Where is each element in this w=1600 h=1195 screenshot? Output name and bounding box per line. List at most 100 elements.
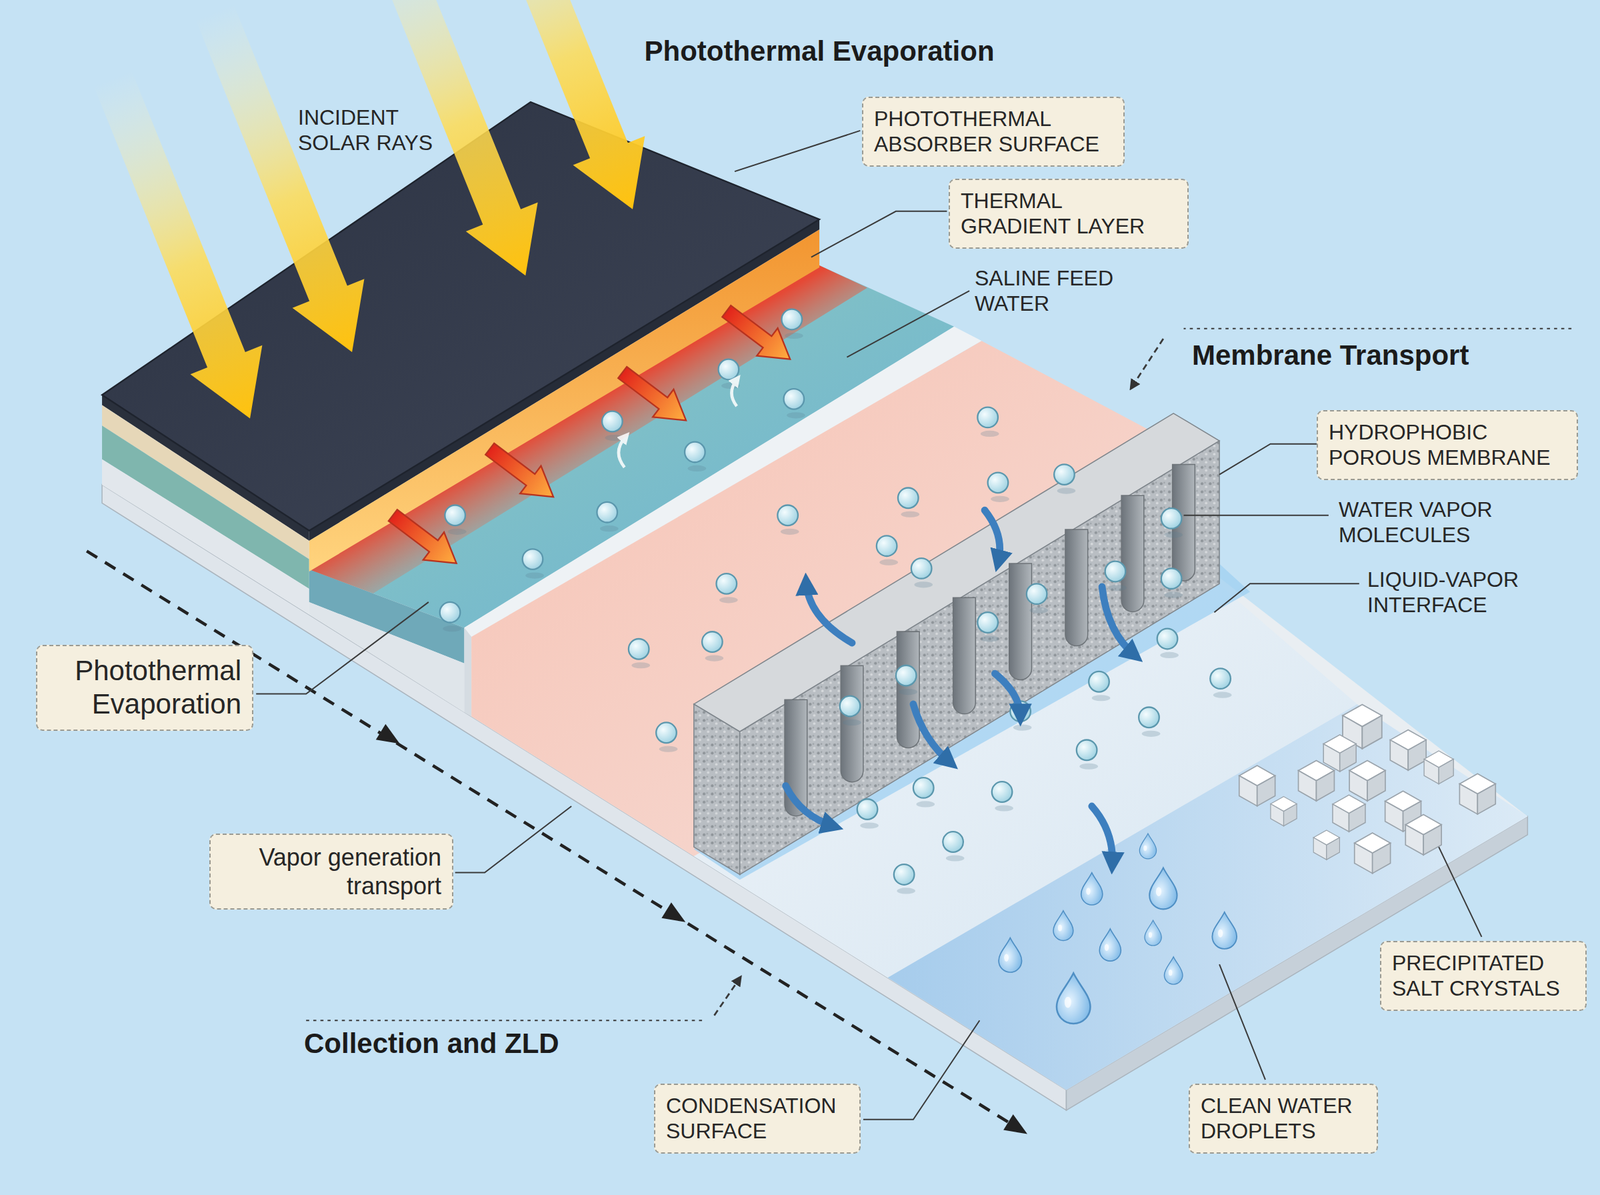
process-arrowhead (376, 724, 405, 752)
solar-ray (459, 0, 669, 224)
callout-box: Vapor generation transport (209, 833, 454, 910)
callout-box: HYDROPHOBIC POROUS MEMBRANE (1316, 410, 1578, 480)
callout-text: THERMAL GRADIENT LAYER (960, 188, 1177, 240)
salt-crystal (1298, 760, 1335, 801)
vapor-molecule (1161, 508, 1183, 538)
vapor-molecule (913, 777, 935, 807)
salt-crystal (1332, 794, 1366, 832)
vapor-molecule (992, 781, 1014, 811)
vapor-molecule (1105, 561, 1127, 591)
vapor-molecules (440, 309, 1232, 894)
callout-text: HYDROPHOBIC POROUS MEMBRANE (1328, 419, 1566, 471)
vapor-molecule (684, 442, 706, 472)
droplet (1099, 928, 1121, 961)
process-direction (86, 550, 1021, 1130)
leader-line (306, 1019, 704, 1021)
callout-text: PHOTOTHERMAL ABSORBER SURFACE (874, 106, 1113, 158)
leader-line (455, 806, 572, 872)
membrane-face (740, 440, 1220, 874)
droplet (1081, 872, 1103, 905)
vapor-molecule (628, 638, 650, 668)
vapor-molecule (942, 831, 964, 861)
leader-line (1214, 583, 1359, 612)
part-label: LIQUID-VAPOR INTERFACE (1367, 566, 1568, 618)
salt-crystal (1349, 760, 1386, 801)
vapor-molecule (898, 487, 920, 517)
callout-box: CLEAN WATER DROPLETS (1188, 1083, 1378, 1154)
vapor-molecule (716, 573, 738, 603)
salt-crystal (1313, 830, 1340, 860)
water-side-face (309, 602, 465, 712)
salt-crystal (1270, 796, 1297, 826)
salt-crystal (1405, 814, 1442, 855)
salt-crystal (1323, 734, 1356, 772)
leader-line (1219, 444, 1323, 475)
flow-arrow (1092, 806, 1113, 866)
vapor-molecule (1157, 628, 1179, 658)
droplet (1056, 972, 1091, 1024)
callout-text: PRECIPITATED SALT CRYSTALS (1392, 950, 1575, 1002)
vapor-molecule (1138, 707, 1160, 737)
flow-arrow (786, 785, 835, 826)
membrane-pore (1065, 529, 1088, 646)
salt-crystal (1390, 729, 1426, 770)
callout-box: CONDENSATION SURFACE (654, 1083, 861, 1154)
vapor-molecule (718, 359, 740, 389)
vapor-flow-arrows (786, 510, 1136, 866)
flow-arrow (1102, 586, 1136, 656)
condensation-zone (888, 704, 1528, 1090)
callout-box: Photothermal Evaporation (36, 644, 254, 731)
part-label: INCIDENT SOLAR RAYS (298, 104, 458, 156)
flow-arrow (984, 510, 1000, 564)
callout-text: CONDENSATION SURFACE (666, 1092, 849, 1144)
vapor-molecule (784, 388, 806, 418)
leader-line (846, 290, 970, 357)
callout-box: PRECIPITATED SALT CRYSTALS (1380, 940, 1587, 1011)
leader-line (863, 1020, 980, 1119)
heat-arrow (382, 501, 468, 577)
vapor-molecule (1054, 464, 1076, 494)
vapor-molecule (977, 612, 999, 642)
gap-strip (464, 627, 472, 716)
membrane-end (694, 704, 740, 875)
callout-box: PHOTOTHERMAL ABSORBER SURFACE (862, 96, 1125, 167)
water-droplets (998, 833, 1237, 1024)
callout-box: THERMAL GRADIENT LAYER (948, 178, 1189, 249)
diagram-title: Photothermal Evaporation (619, 34, 1020, 68)
part-label: SALINE FEED WATER (974, 265, 1132, 317)
vapor-molecule (896, 665, 918, 695)
vapor-molecule (781, 309, 803, 339)
part-label: WATER VAPOR MOLECULES (1338, 496, 1526, 548)
vapor-molecule (522, 548, 544, 578)
salt-crystal (1239, 765, 1276, 806)
salt-crystal (1354, 832, 1391, 874)
leader-line (1219, 964, 1266, 1080)
leader-line (1184, 514, 1329, 516)
heat-arrow (479, 435, 564, 511)
flow-arrow (806, 581, 852, 643)
leader-lines (256, 130, 1572, 1120)
heat-arrow (716, 297, 801, 373)
leader-line (256, 602, 429, 694)
vapor-molecule (602, 411, 624, 441)
vapor-molecule (440, 602, 462, 632)
droplet (1212, 912, 1237, 949)
droplet (1149, 867, 1177, 909)
steam-wisp (731, 379, 737, 406)
vapor-molecule (988, 472, 1010, 502)
process-arrowhead (1003, 1114, 1032, 1142)
vapor-molecule (911, 558, 933, 588)
membrane-pore (1121, 495, 1144, 612)
process-arrowhead (661, 902, 690, 930)
vapor-molecule (1026, 583, 1048, 613)
section-heading: Membrane Transport (1192, 338, 1526, 372)
callout-text: Photothermal Evaporation (48, 654, 242, 722)
steam-wisp (618, 436, 626, 468)
flow-arrow (913, 704, 952, 764)
leader-line (1184, 328, 1572, 330)
membrane-pore (1009, 563, 1032, 680)
vapor-molecule (977, 407, 999, 437)
callout-text: CLEAN WATER DROPLETS (1200, 1092, 1366, 1144)
